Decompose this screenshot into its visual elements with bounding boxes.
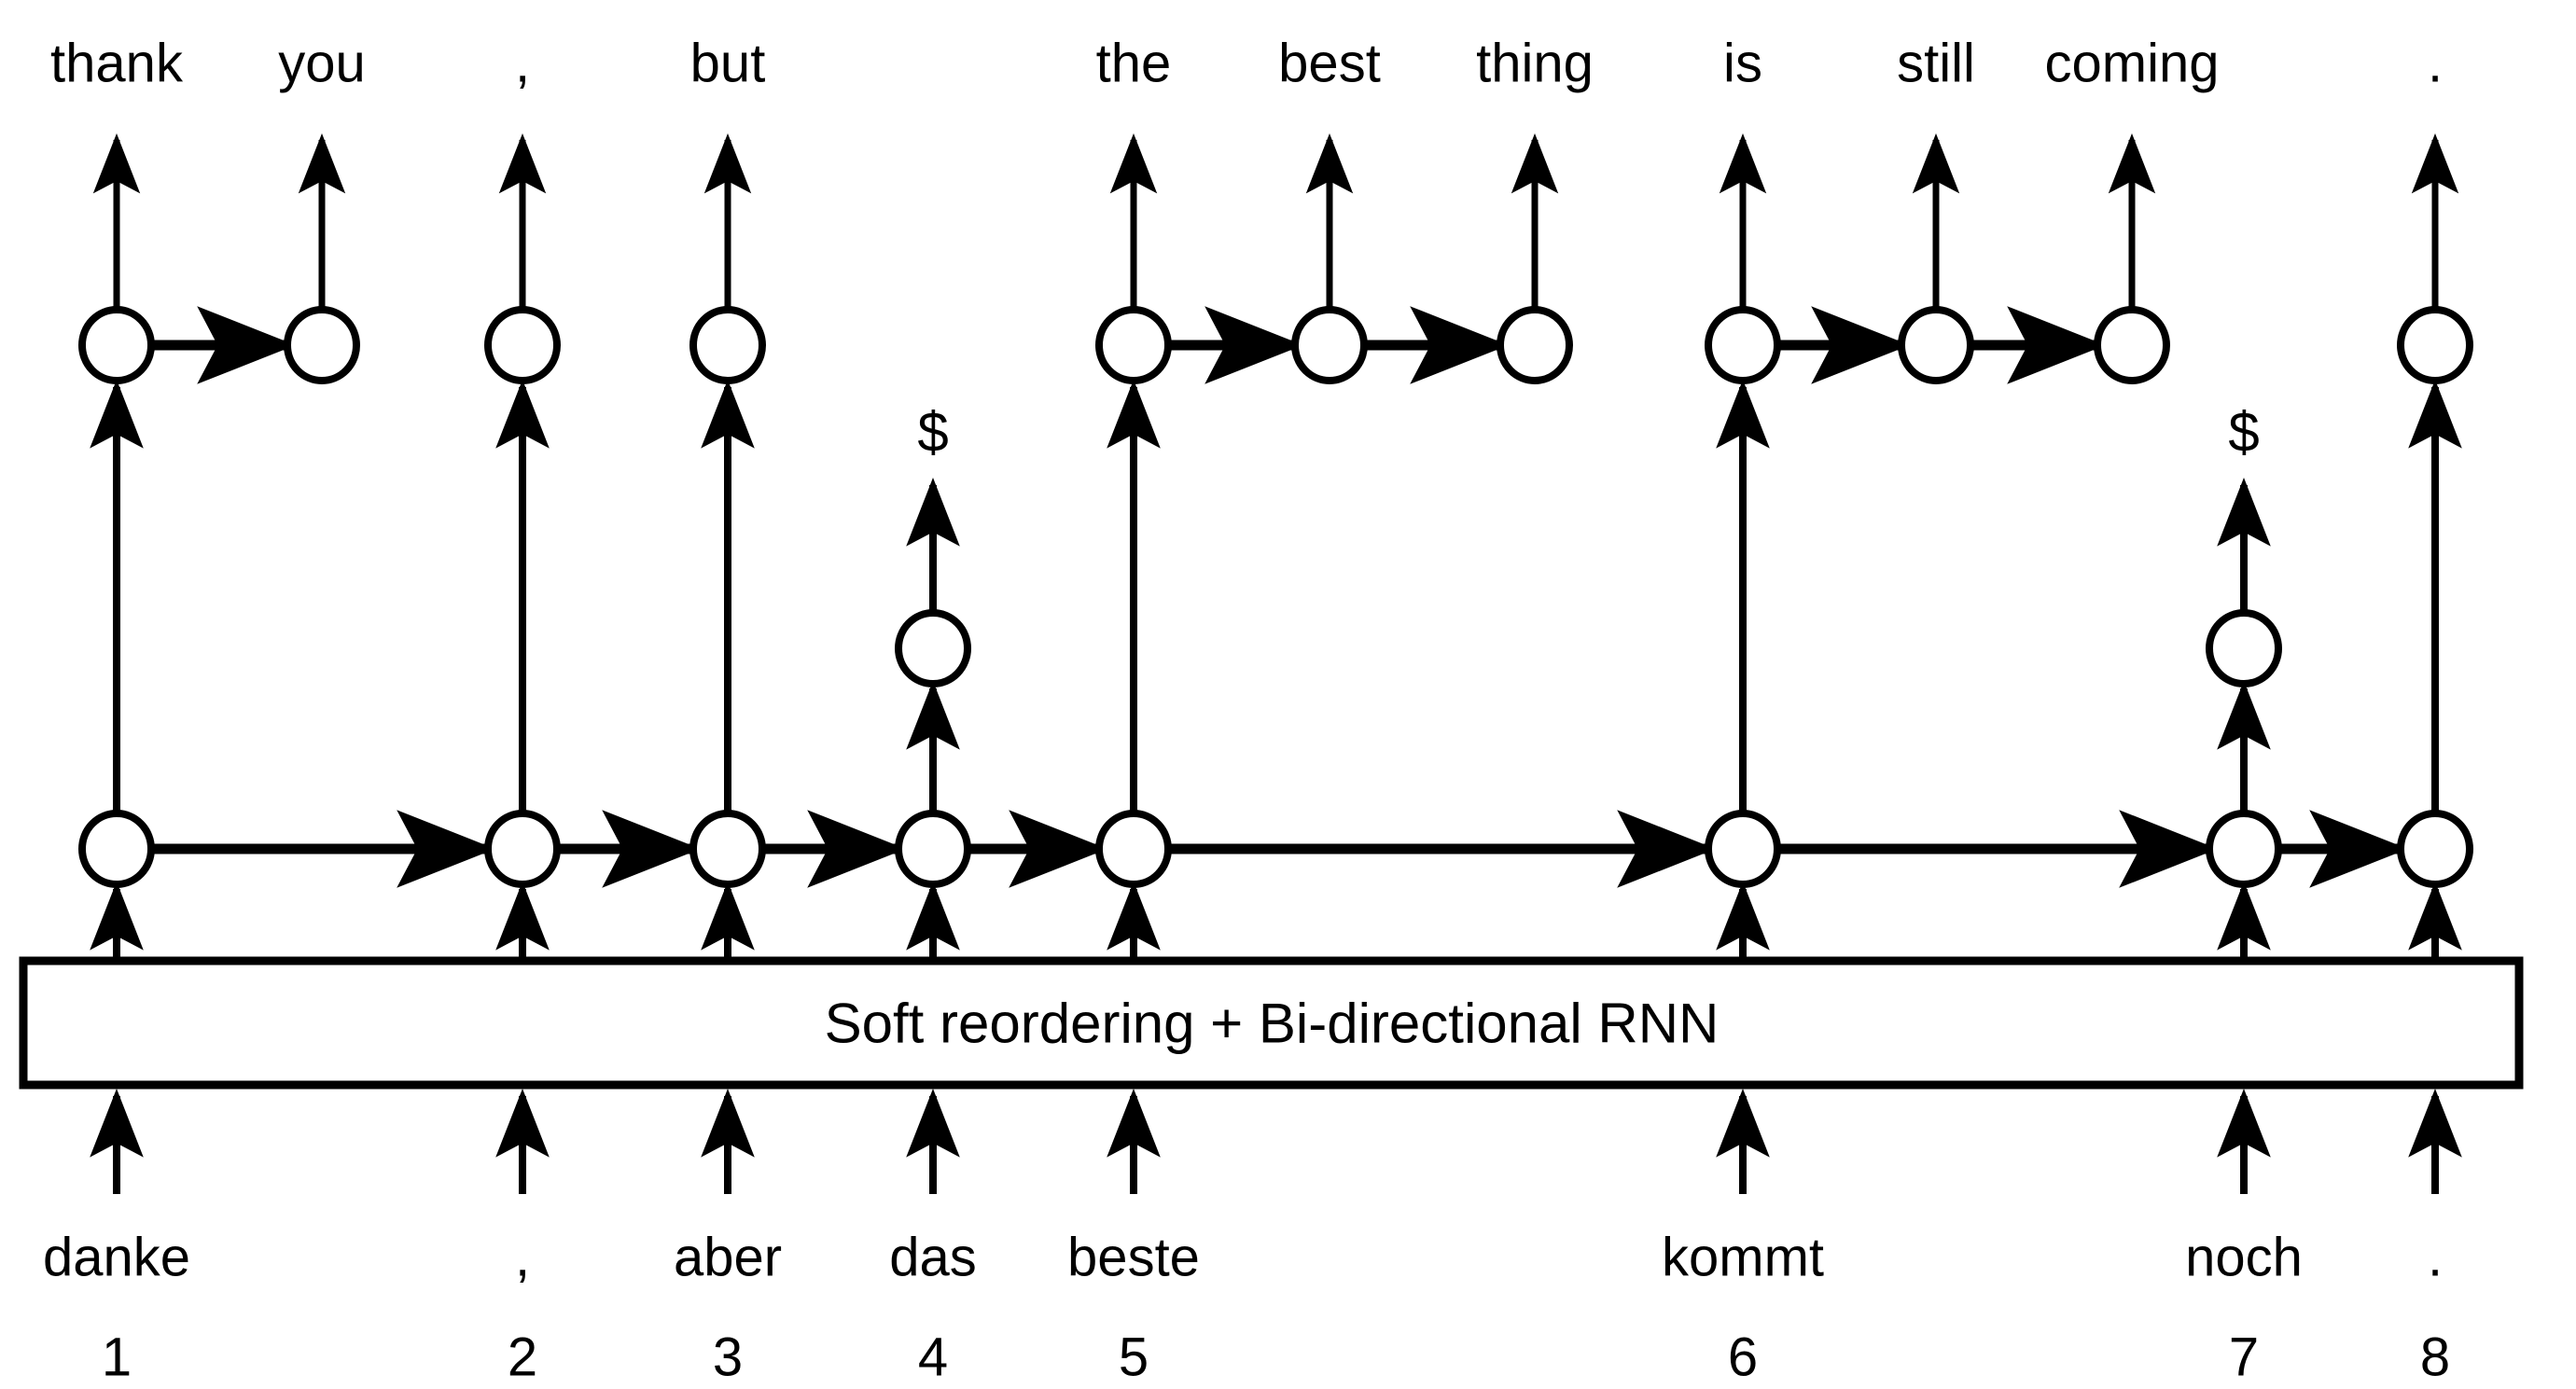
encoder-node (689, 810, 766, 888)
module-box-label: Soft reordering + Bi-directional RNN (824, 992, 1720, 1055)
source-index-2: 2 (507, 1326, 538, 1388)
output-token-best: best (1278, 33, 1381, 94)
decoder-node (1291, 306, 1368, 384)
source-index-7: 7 (2228, 1326, 2260, 1388)
source-index-6: 6 (1727, 1326, 1759, 1388)
source-token-danke: danke (42, 1227, 191, 1288)
decoder-node (2397, 306, 2473, 384)
output-token-you: you (278, 33, 366, 94)
encoder-node (78, 810, 155, 888)
source-token-noch: noch (2185, 1227, 2303, 1288)
encoder-node (484, 810, 561, 888)
encoder-node (2206, 810, 2282, 888)
module-box (19, 956, 2524, 1090)
source-index-1: 1 (101, 1326, 132, 1388)
output-token-the: the (1095, 33, 1172, 94)
encoder-node (2397, 810, 2473, 888)
encoder-node (1095, 810, 1172, 888)
output-token-comma: , (514, 33, 531, 94)
decoder-node (78, 306, 155, 384)
source-token-period: . (2427, 1227, 2444, 1288)
dollar-node (2206, 609, 2282, 688)
output-token-is: is (1723, 33, 1762, 94)
encoder-node (1705, 810, 1781, 888)
dollar-symbol: $ (2228, 400, 2260, 464)
decoder-node (689, 306, 766, 384)
box-to-encoder-arrows (90, 882, 2462, 961)
source-index-3: 3 (712, 1326, 744, 1388)
output-token-period: . (2427, 33, 2444, 94)
decoder-output-arrows (92, 133, 2459, 317)
output-token-coming: coming (2044, 33, 2220, 94)
output-token-thing: thing (1476, 33, 1594, 94)
source-index-8: 8 (2419, 1326, 2451, 1388)
source-token-aber: aber (673, 1227, 783, 1288)
output-token-thank: thank (50, 33, 183, 94)
output-token-but: but (689, 33, 766, 94)
dollar-nodes (895, 609, 2282, 688)
dollar-symbol: $ (917, 400, 949, 464)
dollar-branch-arrows (906, 478, 2271, 816)
decoder-nodes (78, 306, 2473, 384)
source-index-5: 5 (1118, 1326, 1149, 1388)
decoder-node (284, 306, 360, 384)
decoder-node (1095, 306, 1172, 384)
decoder-node (2094, 306, 2170, 384)
decoder-node (1898, 306, 1974, 384)
encoder-node (895, 810, 971, 888)
source-token-beste: beste (1067, 1227, 1200, 1288)
source-index-4: 4 (917, 1326, 949, 1388)
encoder-to-decoder-arrows (90, 380, 2462, 816)
output-token-still: still (1897, 33, 1975, 94)
dollar-node (895, 609, 971, 688)
source-to-box-arrows (90, 1089, 2462, 1194)
decoder-node (1705, 306, 1781, 384)
source-token-das: das (889, 1227, 977, 1288)
source-token-kommt: kommt (1662, 1227, 1824, 1288)
source-token-comma: , (514, 1227, 531, 1288)
encoder-nodes (78, 810, 2473, 888)
decoder-node (484, 306, 561, 384)
decoder-node (1497, 306, 1573, 384)
